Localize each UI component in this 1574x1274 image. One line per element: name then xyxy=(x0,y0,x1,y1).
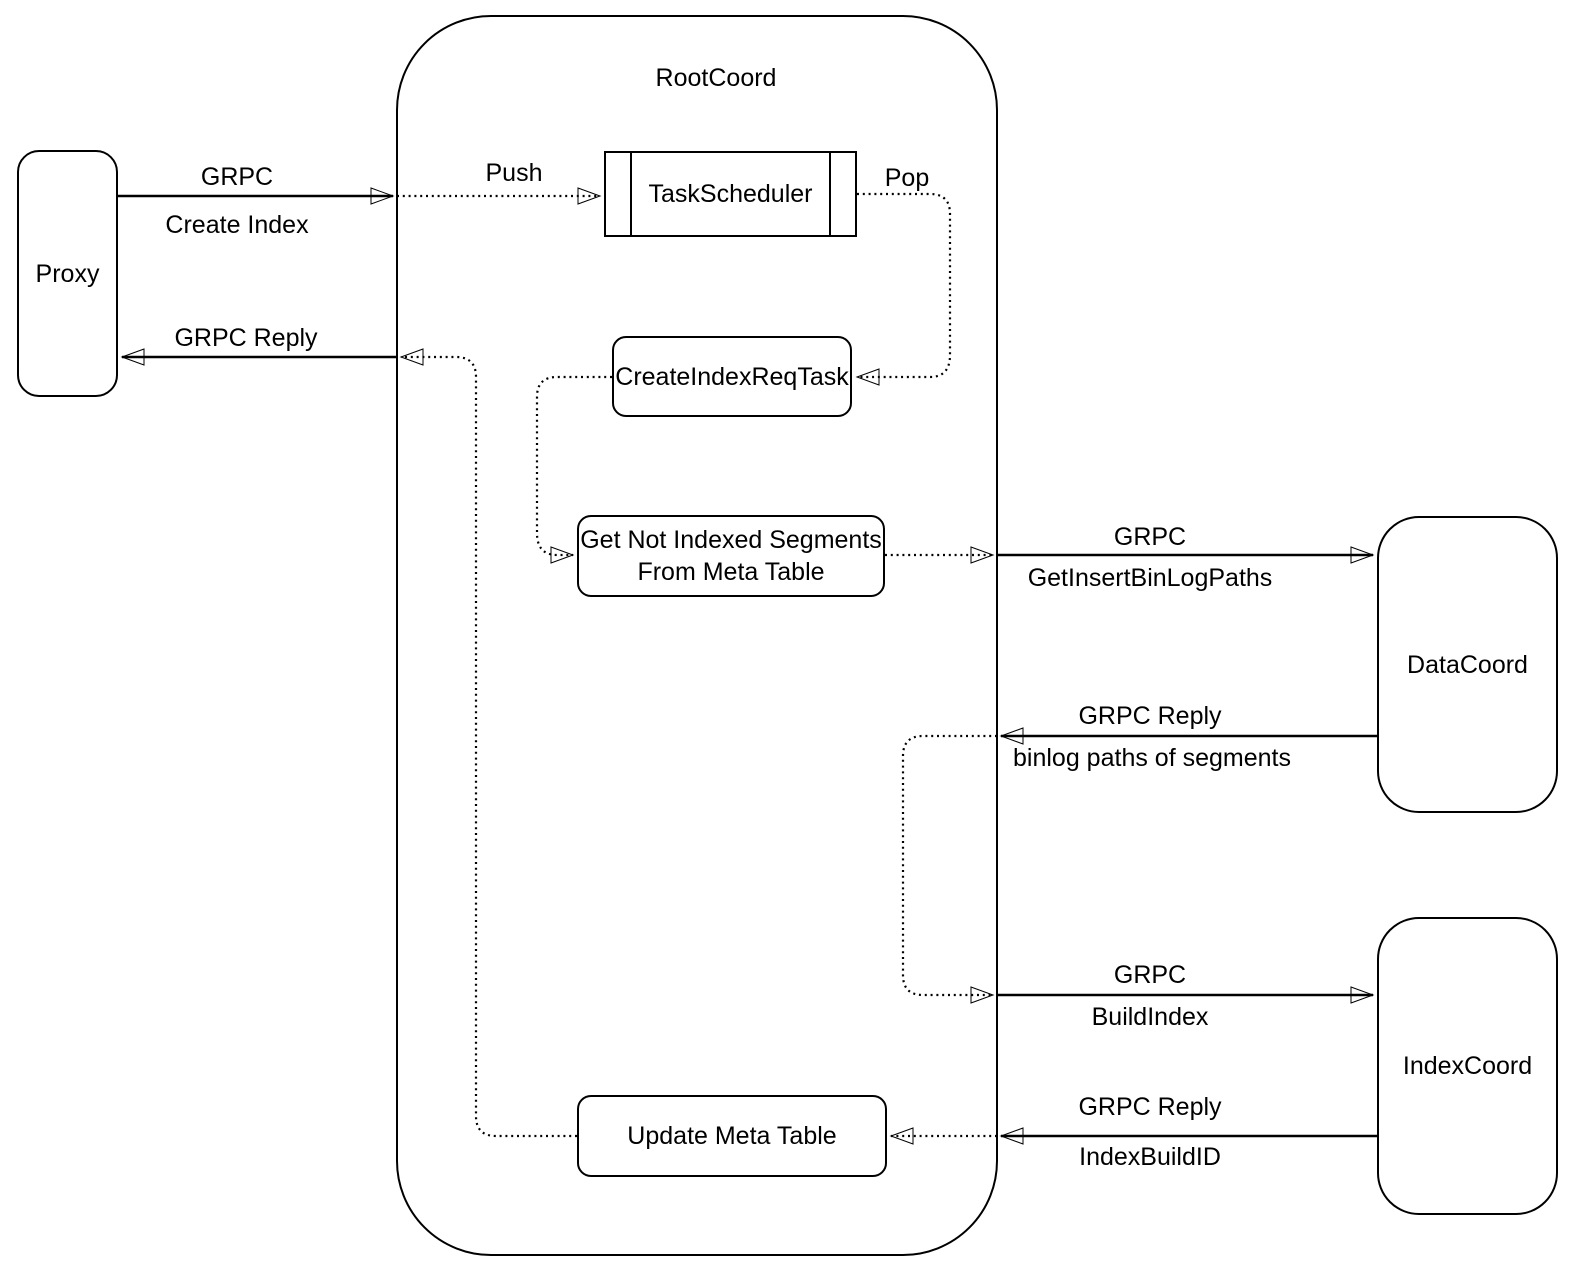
label-grpc-reply-binlog-1: GRPC Reply xyxy=(1078,702,1222,730)
node-index-coord-label: IndexCoord xyxy=(1402,1052,1533,1080)
edge-update-meta-to-reply xyxy=(399,348,577,1138)
edge-binlog-to-buildindex-connector xyxy=(901,734,997,1004)
node-index-coord: IndexCoord xyxy=(1377,917,1558,1215)
node-update-meta-table: Update Meta Table xyxy=(577,1095,887,1177)
task-scheduler-right-bar xyxy=(829,153,855,235)
label-grpc-reply-proxy: GRPC Reply xyxy=(174,324,318,352)
edge-pop xyxy=(855,192,952,386)
get-not-indexed-line1: Get Not Indexed Segments xyxy=(580,526,882,554)
label-grpc-reply-binlog-2: binlog paths of segments xyxy=(1013,744,1291,772)
node-task-scheduler: TaskScheduler xyxy=(604,151,857,237)
node-get-not-indexed-segments: Get Not Indexed Segments From Meta Table xyxy=(577,515,885,597)
node-proxy: Proxy xyxy=(17,150,118,397)
node-get-not-indexed-segments-label: Get Not Indexed Segments From Meta Table xyxy=(580,524,882,588)
task-scheduler-left-bar xyxy=(606,153,632,235)
node-task-scheduler-label: TaskScheduler xyxy=(648,180,813,208)
label-grpc-getinsert-1: GRPC xyxy=(1113,523,1187,551)
label-grpc-buildindex-2: BuildIndex xyxy=(1091,1003,1209,1031)
node-data-coord-label: DataCoord xyxy=(1407,650,1528,679)
get-not-indexed-line2: From Meta Table xyxy=(637,558,825,586)
label-grpc-getinsert-2: GetInsertBinLogPaths xyxy=(1027,564,1273,592)
label-grpc-reply-indexbuildid-2: IndexBuildID xyxy=(1079,1143,1221,1171)
node-data-coord: DataCoord xyxy=(1377,516,1558,813)
rootcoord-title: RootCoord xyxy=(655,64,777,92)
node-update-meta-table-label: Update Meta Table xyxy=(627,1122,837,1150)
label-grpc-create-index-2: Create Index xyxy=(165,211,309,239)
label-push: Push xyxy=(485,159,543,187)
label-grpc-reply-indexbuildid-1: GRPC Reply xyxy=(1078,1093,1222,1121)
rootcoord-container xyxy=(396,15,998,1256)
label-pop: Pop xyxy=(884,164,930,192)
node-proxy-label: Proxy xyxy=(35,259,100,288)
node-create-index-req-task: CreateIndexReqTask xyxy=(612,336,852,417)
label-grpc-buildindex-1: GRPC xyxy=(1113,961,1187,989)
node-create-index-req-task-label: CreateIndexReqTask xyxy=(615,362,849,391)
label-grpc-create-index-1: GRPC xyxy=(200,163,274,191)
